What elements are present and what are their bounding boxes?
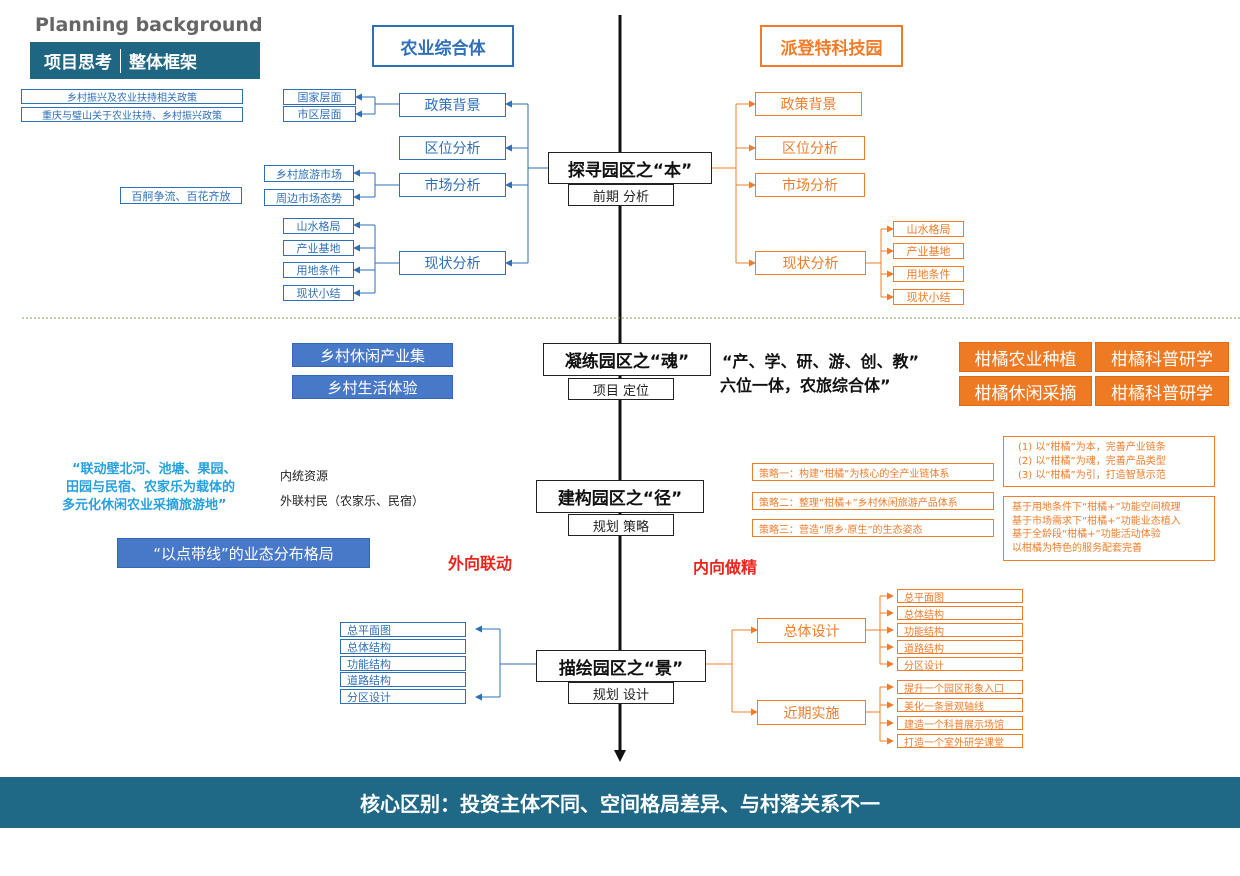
inner-resources: 内统资源	[280, 469, 329, 483]
right-design-4: 道路结构	[897, 640, 1023, 654]
box2-line-2: 基于市场需求下“柑橘+”功能业态植入	[1012, 515, 1181, 527]
right-status: 现状分析	[755, 251, 866, 275]
left-design-2: 总体结构	[340, 639, 466, 654]
tag-left: 项目思考	[44, 53, 112, 73]
strategy-detail-box-1: (1) 以“柑橘”为本，完善产业链条 (2) 以“柑橘”为魂，完善产品类型 (3…	[1003, 436, 1215, 487]
spine-title-1: 探寻园区之“本”	[548, 152, 712, 184]
rural-leisure-industry: 乡村休闲产业集	[292, 343, 453, 367]
city-level: 市区层面	[283, 106, 356, 122]
rural-life-experience: 乡村生活体验	[292, 375, 453, 399]
section-tag: 项目思考 整体框架	[30, 42, 260, 79]
near-term-2: 美化一条景观轴线	[897, 698, 1023, 712]
spine-sub-1: 前期 分析	[568, 184, 674, 206]
core-difference-banner: 核心区别：投资主体不同、空间格局差异、与村落关系不一	[0, 777, 1240, 828]
right-location: 区位分析	[755, 136, 865, 160]
citrus-picking: 柑橘休闲采摘	[959, 376, 1092, 406]
right-status-2: 产业基地	[893, 243, 964, 259]
spine-title-3: 建构园区之“径”	[536, 480, 704, 513]
strategy-3: 策略三：营造“原乡·原生”的生态姿态	[752, 519, 994, 537]
citrus-science-2: 柑橘科普研学	[1095, 376, 1229, 406]
near-term-1: 提升一个园区形象入口	[897, 680, 1023, 694]
box1-line-3: (3) 以“柑橘”为引，打造智慧示范	[1018, 470, 1166, 481]
market-note: 百舸争流、百花齐放	[120, 187, 242, 204]
left-status-4: 现状小结	[283, 285, 354, 301]
slogan-line-1: “产、学、研、游、创、教”	[722, 352, 920, 371]
left-design-4: 道路结构	[340, 672, 466, 687]
left-location: 区位分析	[399, 136, 506, 160]
national-level: 国家层面	[283, 89, 356, 105]
strategy-1: 策略一：构建“柑橘”为核心的全产业链体系	[752, 463, 994, 481]
box2-line-4: 以柑橘为特色的服务配套完善	[1012, 542, 1142, 554]
left-column-title: 农业综合体	[372, 25, 514, 67]
left-status-1: 山水格局	[283, 218, 354, 234]
left-status-3: 用地条件	[283, 262, 354, 278]
left-design-3: 功能结构	[340, 656, 466, 671]
spine-sub-3: 规划 策略	[568, 514, 674, 536]
spine-title-4: 描绘园区之“景”	[536, 650, 706, 682]
left-design-1: 总平面图	[340, 622, 466, 637]
policy-note-2: 重庆与璧山关于农业扶持、乡村振兴政策	[21, 107, 243, 122]
left-quote-1: “联动壁北河、池塘、果园、	[72, 462, 237, 477]
box1-line-1: (1) 以“柑橘”为本，完善产业链条	[1018, 442, 1166, 453]
outward-linkage: 外向联动	[448, 554, 513, 573]
left-market: 市场分析	[399, 173, 506, 197]
box2-line-3: 基于全龄段“柑橘+”功能活动体验	[1012, 529, 1161, 540]
right-design-2: 总体结构	[897, 606, 1023, 620]
near-term-implementation: 近期实施	[757, 700, 866, 725]
right-policy: 政策背景	[755, 92, 862, 116]
english-title: Planning background	[35, 14, 263, 36]
overall-design: 总体设计	[757, 618, 866, 643]
right-design-5: 分区设计	[897, 657, 1023, 671]
left-design-5: 分区设计	[340, 689, 466, 704]
citrus-science-1: 柑橘科普研学	[1095, 342, 1229, 372]
left-status: 现状分析	[399, 251, 506, 275]
citrus-planting: 柑橘农业种植	[959, 342, 1092, 372]
near-term-3: 建造一个科普展示场馆	[897, 716, 1023, 730]
near-term-4: 打造一个室外研学课堂	[897, 734, 1023, 748]
right-design-3: 功能结构	[897, 623, 1023, 637]
left-quote-3: 多元化休闲农业采摘旅游地”	[62, 498, 227, 513]
right-column-title: 派登特科技园	[760, 25, 903, 67]
right-design-1: 总平面图	[897, 589, 1023, 603]
strategy-2: 策略二：整理“柑橘+”乡村休闲旅游产品体系	[752, 492, 994, 510]
nearby-market: 周边市场态势	[264, 189, 354, 206]
spine-sub-4: 规划 设计	[568, 682, 674, 704]
spine-sub-2: 项目 定位	[568, 378, 674, 400]
right-status-4: 现状小结	[893, 289, 964, 305]
outer-villagers: 外联村民（农家乐、民宿）	[280, 494, 425, 508]
right-status-3: 用地条件	[893, 266, 964, 282]
left-policy: 政策背景	[399, 93, 506, 117]
box1-line-2: (2) 以“柑橘”为魂，完善产品类型	[1018, 456, 1166, 467]
right-status-1: 山水格局	[893, 221, 964, 237]
right-market: 市场分析	[755, 173, 865, 197]
rural-tourism-market: 乡村旅游市场	[264, 165, 354, 182]
strategy-detail-box-2: 基于用地条件下“柑橘+”功能空间梳理 基于市场需求下“柑橘+”功能业态植入 基于…	[1003, 496, 1215, 561]
point-line-layout: “以点带线”的业态分布格局	[117, 538, 370, 568]
slogan-line-2: 六位一体，农旅综合体”	[720, 376, 891, 395]
tag-right: 整体框架	[129, 53, 197, 73]
left-quote-2: 田园与民宿、农家乐为载体的	[66, 480, 236, 495]
left-status-2: 产业基地	[283, 240, 354, 256]
spine-title-2: 凝练园区之“魂”	[543, 343, 711, 376]
box2-line-1: 基于用地条件下“柑橘+”功能空间梳理	[1012, 502, 1181, 513]
inward-refine: 内向做精	[693, 558, 758, 577]
tag-divider	[120, 48, 121, 73]
policy-note-1: 乡村振兴及农业扶持相关政策	[21, 89, 243, 104]
